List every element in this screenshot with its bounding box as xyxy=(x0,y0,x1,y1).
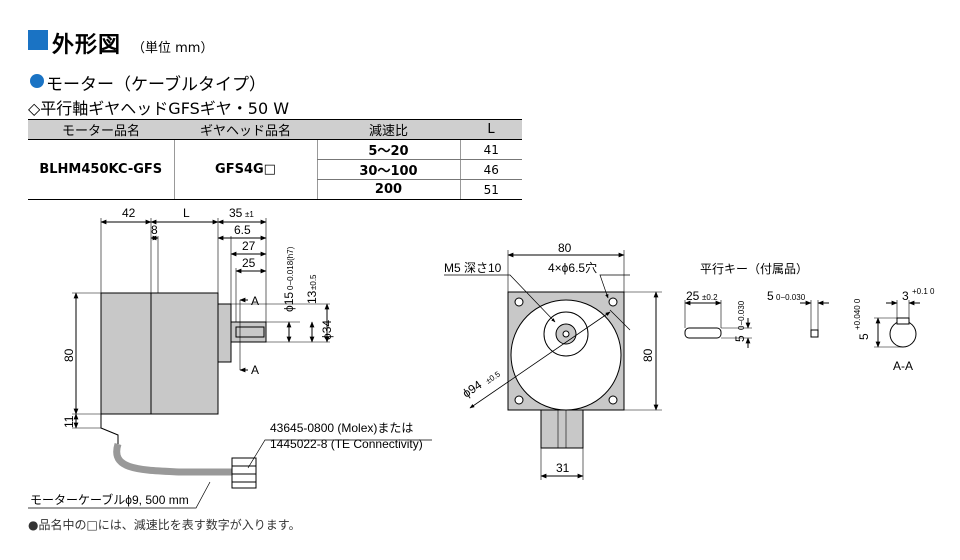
dim-80-top: 80 xyxy=(558,241,572,255)
dim-35: 35 xyxy=(229,206,243,220)
mount-hole xyxy=(608,297,618,307)
m5-label: M5 深さ10 xyxy=(444,261,502,275)
section-aa-label: A-A xyxy=(893,359,913,373)
key-width-tol: 0−0.030 xyxy=(776,293,806,302)
unit-label: （単位 mm） xyxy=(132,41,214,56)
section-a-bottom: A xyxy=(251,363,259,377)
gearhead-name: GFS4G□ xyxy=(173,139,317,200)
aa-5-tol: +0.040 0 xyxy=(853,298,862,330)
aa-5: 5 xyxy=(857,333,871,340)
mount-hole xyxy=(514,297,524,307)
length-cell: 41 xyxy=(459,139,522,160)
mount-hole xyxy=(608,395,618,405)
mount-hole xyxy=(514,395,524,405)
header-motor: モーター品名 xyxy=(28,119,174,140)
key-drawing xyxy=(684,300,920,348)
dim-phi34: ϕ34 xyxy=(320,320,334,340)
dim-35-tol: ±1 xyxy=(245,210,254,219)
shaft-section xyxy=(889,320,917,348)
gear-boss xyxy=(217,303,232,363)
dim-27: 27 xyxy=(242,239,256,253)
key-height-tol: 0−0.030 xyxy=(737,300,746,330)
dim-phi15-tol: 0−0.018(h7) xyxy=(286,246,295,290)
table-row: BLHM450KC-GFS GFS4G□ 5～20 41 xyxy=(28,139,522,200)
spec-table: モーター品名 ギヤヘッド品名 減速比 L BLHM450KC-GFS GFS4G… xyxy=(28,119,522,200)
section-a-top: A xyxy=(251,294,259,308)
page-title: 外形図 xyxy=(52,33,122,58)
dim-80-side: 80 xyxy=(62,348,76,362)
dim-11: 11 xyxy=(62,415,76,428)
length-cell: 51 xyxy=(459,179,522,200)
dim-phi15: ϕ15 xyxy=(282,292,296,312)
section-subtitle: モーター（ケーブルタイプ） xyxy=(46,75,266,95)
front-view xyxy=(444,250,662,480)
aa-3-tol: +0.1 0 xyxy=(912,287,935,296)
dim-25: 25 xyxy=(242,256,256,270)
dim-31: 31 xyxy=(556,461,570,475)
key-width: 5 xyxy=(767,289,774,303)
ratio-cell: 30～100 xyxy=(316,159,460,180)
dim-42: 42 xyxy=(122,206,136,220)
header-ratio: 減速比 xyxy=(317,119,460,140)
cable-label: モーターケーブルϕ9, 500 mm xyxy=(30,492,189,507)
table-row: 30～100 46 xyxy=(28,159,522,180)
connector-housing xyxy=(231,457,257,489)
key-end xyxy=(810,329,819,338)
dim-phi94-tol: ±0.5 xyxy=(484,369,502,385)
ratio-cell: 5～20 xyxy=(316,139,460,160)
length-cell: 46 xyxy=(459,159,522,180)
key-length-tol: ±0.2 xyxy=(702,293,718,302)
dim-phi94: ϕ94 xyxy=(460,377,485,400)
bullet-dot-icon xyxy=(30,74,44,88)
cable-outlet xyxy=(540,409,584,449)
title-square-icon xyxy=(28,30,48,50)
key-height: 5 xyxy=(733,335,747,342)
footnote: ●品名中の□には、減速比を表す数字が入ります。 xyxy=(28,518,301,532)
ratio-cell: 200 xyxy=(316,179,460,200)
dim-L: L xyxy=(183,206,190,220)
gearhead-body xyxy=(150,292,219,415)
keyway xyxy=(235,326,265,338)
dim-13-tol: ±0.5 xyxy=(309,274,318,290)
connector-label-1: 43645-0800 (Molex)または xyxy=(270,421,413,435)
keyway-section xyxy=(896,317,910,325)
table-header-row: モーター品名 ギヤヘッド品名 減速比 L xyxy=(28,119,522,140)
holes-label: 4×ϕ6.5穴 xyxy=(548,260,597,275)
dim-13: 13 xyxy=(305,290,319,304)
side-view xyxy=(28,218,432,509)
cable-gland xyxy=(100,414,119,444)
connector-label-2: 1445022-8 (TE Connectivity) xyxy=(270,437,423,451)
table-row: 200 51 xyxy=(28,179,522,200)
dim-6-5: 6.5 xyxy=(234,223,251,237)
aa-3: 3 xyxy=(902,289,909,303)
gearhead-line: ◇平行軸ギヤヘッドGFSギヤ・50 W xyxy=(28,99,290,118)
key-title: 平行キー（付属品） xyxy=(700,262,808,276)
header-gearhead: ギヤヘッド品名 xyxy=(174,119,317,140)
motor-body xyxy=(100,292,152,415)
motor-cable xyxy=(113,442,232,476)
dim-8: 8 xyxy=(151,223,158,237)
key-length: 25 xyxy=(686,289,700,303)
key-side xyxy=(684,327,722,339)
header-length: L xyxy=(460,119,522,140)
motor-name: BLHM450KC-GFS xyxy=(28,139,174,200)
dim-80-right: 80 xyxy=(641,348,655,362)
